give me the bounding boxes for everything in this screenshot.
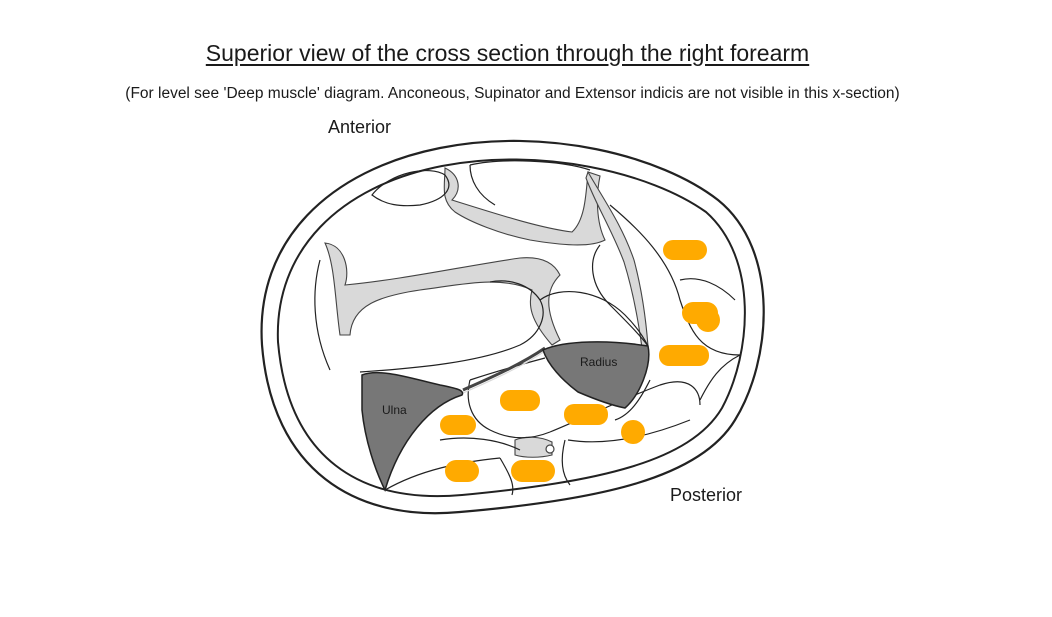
ulna-label: Ulna bbox=[382, 403, 407, 417]
muscle-outlines bbox=[314, 160, 741, 496]
marker[interactable] bbox=[511, 460, 555, 482]
vessel-circle bbox=[545, 444, 555, 454]
interosseous-membrane bbox=[462, 346, 546, 392]
radius-bone[interactable] bbox=[542, 341, 650, 409]
marker[interactable] bbox=[696, 308, 720, 332]
anterior-label: Anterior bbox=[328, 117, 392, 137]
marker[interactable] bbox=[621, 420, 645, 444]
marker[interactable] bbox=[500, 390, 540, 411]
marker[interactable] bbox=[445, 460, 479, 482]
marker[interactable] bbox=[440, 415, 476, 435]
radius-label: Radius bbox=[580, 355, 617, 369]
marker[interactable] bbox=[564, 404, 608, 425]
diagram-subtitle: (For level see 'Deep muscle' diagram. An… bbox=[125, 85, 900, 102]
marker-group bbox=[440, 240, 720, 482]
ulna-bone[interactable] bbox=[361, 371, 464, 493]
connective-septa bbox=[324, 167, 649, 458]
marker[interactable] bbox=[663, 240, 707, 260]
diagram-title: Superior view of the cross section throu… bbox=[205, 40, 810, 66]
posterior-label: Posterior bbox=[670, 485, 743, 505]
marker[interactable] bbox=[659, 345, 709, 366]
